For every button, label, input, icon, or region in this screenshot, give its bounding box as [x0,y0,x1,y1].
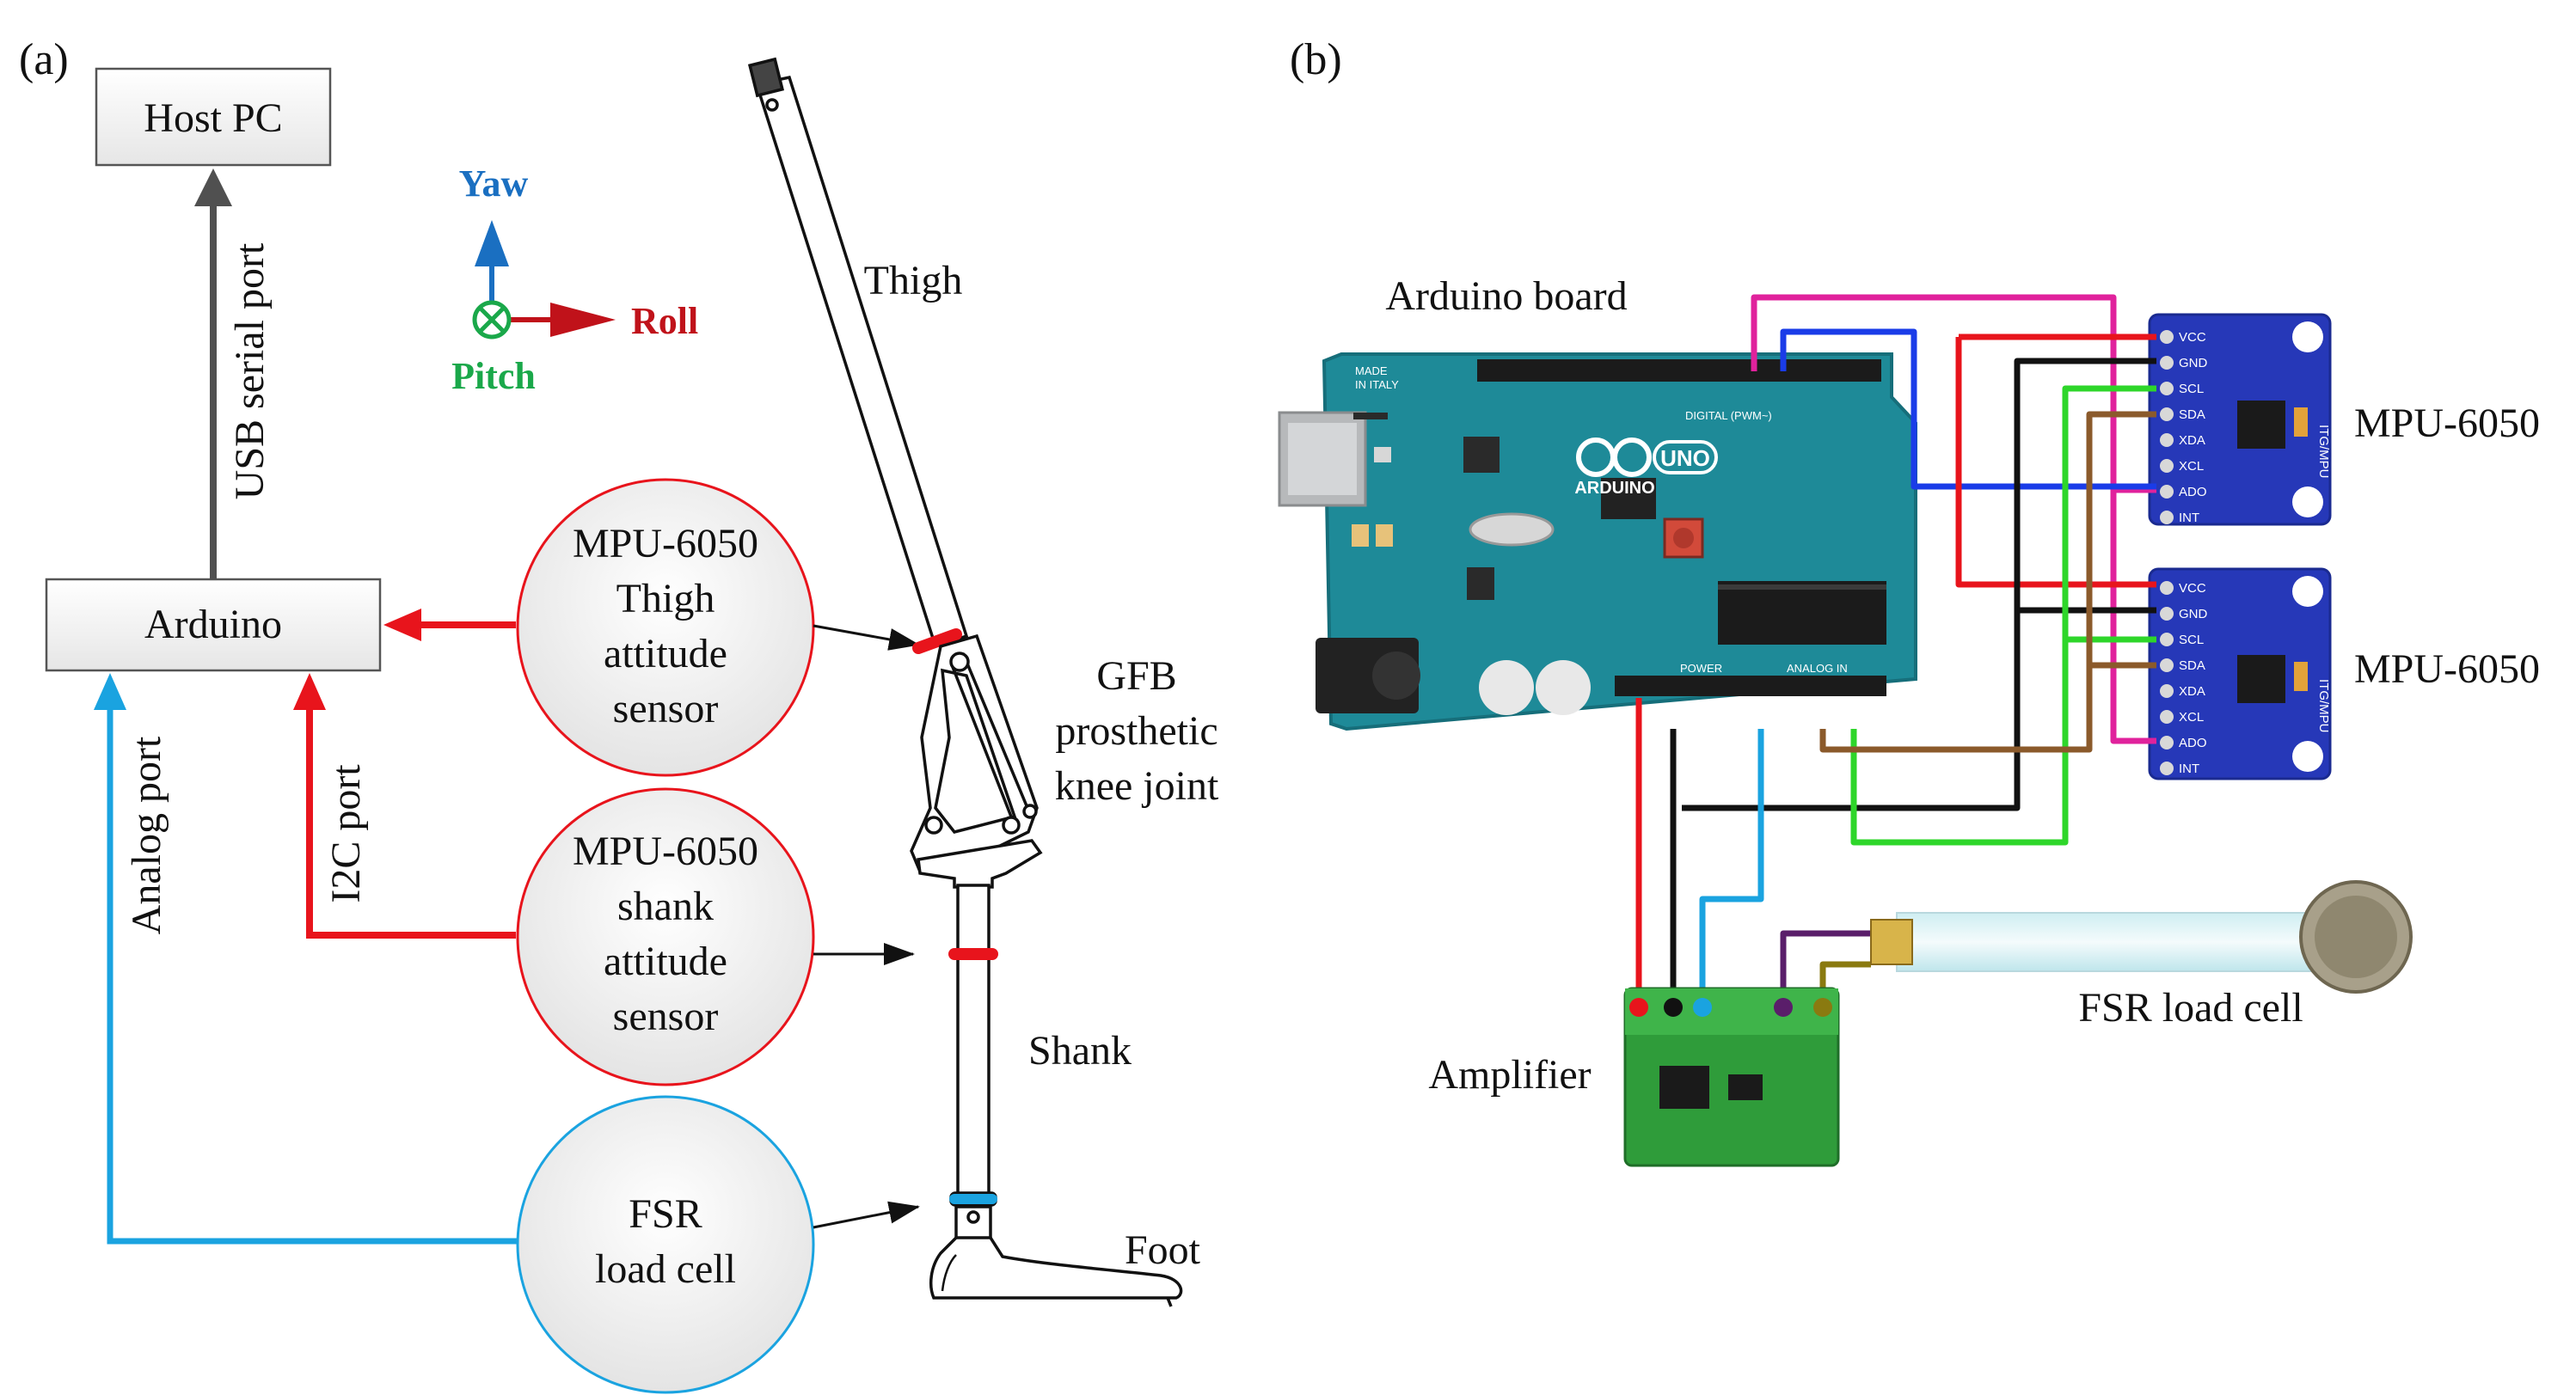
shank-sensor-line-3: attitude [604,939,727,984]
i2c-link: I2C port [293,673,516,939]
mpu-bottom-pin-scl: SCL [2179,633,2204,647]
roll-arrowhead-icon [550,303,616,337]
mpu-top-label: MPU-6050 [2354,401,2540,446]
thigh-sensor-line-4: sensor [613,686,719,731]
knee-joint-frame [910,633,1039,873]
board-digital-mark: DIGITAL (PWM~) [1685,409,1772,422]
mpu-bottom-pin-gnd: GND [2179,607,2208,621]
mpu-top-pin-xcl: XCL [2179,459,2204,474]
board-analog-mark: ANALOG IN [1787,662,1848,675]
mpu-top-chip-mark: ITG/MPU [2316,425,2331,479]
knee-label-line-3: knee joint [1055,763,1219,809]
mpu-bottom-pin-xda: XDA [2179,684,2205,699]
amplifier-module: Amplifier [1428,987,1840,1167]
foot-segment [929,1236,1183,1300]
mpu-bottom-label: MPU-6050 [2354,646,2540,692]
thigh-sensor-line-1: MPU-6050 [573,521,758,566]
analog-link: Analog port [94,673,518,1245]
prosthesis-drawing [747,57,1183,1307]
fsr-load-cell-bubble: FSR load cell [516,1095,815,1394]
arduino-board-label: Arduino board [1385,273,1627,319]
host-pc-box: Host PC [95,67,332,167]
thigh-top-cap [747,57,785,98]
mpu-bottom-pin-ado: ADO [2179,736,2207,750]
mpu-bottom-chip-mark: ITG/MPU [2316,679,2331,733]
thigh-label: Thigh [864,258,963,303]
i2c-port-label: I2C port [323,764,369,903]
arduino-label: Arduino [144,602,282,647]
fsr-line-1: FSR [629,1191,702,1237]
shank-label: Shank [1028,1028,1132,1074]
thigh-sensor-link [383,609,516,641]
mpu-bottom-pin-sda: SDA [2179,658,2205,673]
thigh-sensor-line-2: Thigh [616,576,715,621]
mpu-top-pin-int: INT [2179,511,2199,525]
shank-attitude-sensor-bubble: MPU-6050 shank attitude sensor [516,787,815,1086]
knee-label-line-2: prosthetic [1055,708,1217,754]
shank-sensor-line-2: shank [617,884,714,929]
mpu-top-pins [2160,330,2174,524]
host-pc-label: Host PC [144,95,282,141]
pitch-label: Pitch [451,355,536,397]
thigh-attitude-sensor-bubble: MPU-6050 Thigh attitude sensor [516,478,815,777]
board-made-mark: MADE [1355,364,1388,377]
mpu-bottom-pins [2160,581,2174,775]
mpu-6050-top-module: VCC GND SCL SDA XDA XCL ADO INT ITG/MPU … [2148,313,2540,526]
roll-label: Roll [631,300,698,342]
panel-b: (b) [1278,35,2540,1167]
fsr-strip-sensor: FSR load cell [1870,880,2413,1031]
foot-label: Foot [1125,1227,1201,1273]
knee-label-line-1: GFB [1096,653,1176,699]
mpu-top-pin-vcc: VCC [2179,330,2206,345]
analog-port-label: Analog port [124,736,169,934]
mpu-top-pin-xda: XDA [2179,433,2205,448]
yaw-label: Yaw [459,162,529,205]
coordinate-axes: Yaw Roll Pitch [451,162,698,397]
mpu-top-pin-ado: ADO [2179,485,2207,499]
mpu-top-pin-sda: SDA [2179,407,2205,422]
thigh-sensor-pointer [813,624,920,651]
panel-a-tag: (a) [19,35,69,84]
fsr-pointer [813,1201,920,1229]
shank-sensor-line-1: MPU-6050 [573,829,758,874]
thigh-sensor-line-3: attitude [604,631,727,676]
mpu-bottom-pin-int: INT [2179,762,2199,776]
mpu-top-pin-gnd: GND [2179,356,2208,370]
board-brand-mark: ARDUINO [1574,479,1654,498]
shank-segment [956,884,991,1198]
shank-sensor-line-4: sensor [613,994,719,1039]
usb-serial-link: USB serial port [194,168,273,579]
wiring [1635,294,2156,1007]
arduino-uno-board: UNO ARDUINO MADE IN ITALY DIGITAL (PWM~)… [1278,273,1917,731]
board-power-mark: POWER [1680,662,1722,675]
panel-a: (a) Host PC Arduino USB serial port I2C … [19,35,1219,1394]
fsr-line-2: load cell [595,1246,736,1292]
mpu-bottom-pin-vcc: VCC [2179,581,2206,596]
yaw-arrowhead-icon [475,220,509,266]
usb-serial-port-label: USB serial port [227,242,273,499]
mpu-bottom-pin-xcl: XCL [2179,710,2204,725]
panel-b-tag: (b) [1290,35,1342,84]
amplifier-label: Amplifier [1428,1052,1591,1098]
fsr-load-cell-label: FSR load cell [2078,985,2303,1031]
mpu-6050-bottom-module: VCC GND SCL SDA XDA XCL ADO INT ITG/MPU … [2148,567,2540,780]
board-uno-mark: UNO [1660,445,1710,471]
board-italy-mark: IN ITALY [1355,378,1399,391]
arduino-box: Arduino [45,578,382,672]
mpu-top-pin-scl: SCL [2179,382,2204,396]
